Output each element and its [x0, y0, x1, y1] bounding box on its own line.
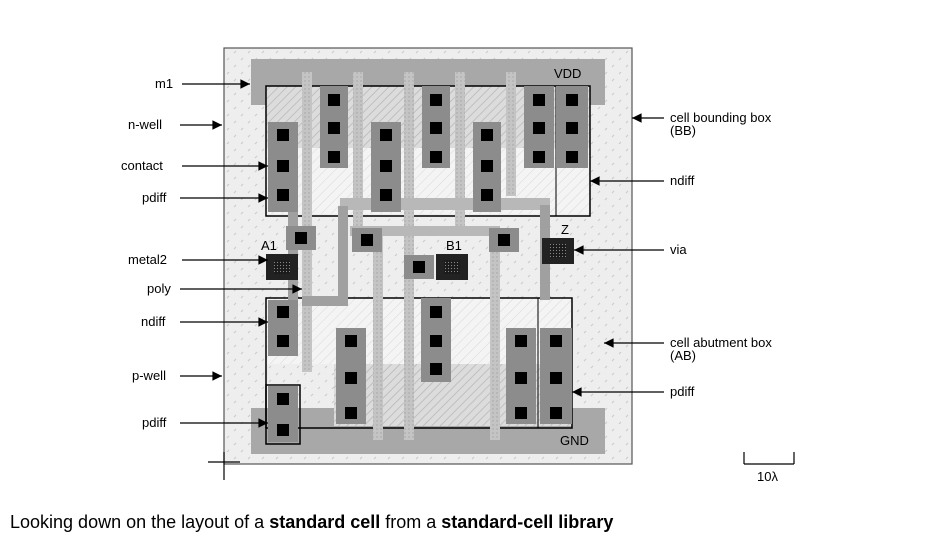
contact-square [345, 372, 357, 384]
contact-square [345, 335, 357, 347]
b1-label: B1 [446, 238, 462, 253]
contact-square [430, 122, 442, 134]
caption-part2: from a [380, 512, 442, 532]
label-cell-bounding-box: cell bounding box [670, 110, 772, 125]
contact-square [533, 151, 545, 163]
contact-square [380, 129, 392, 141]
contact-square [533, 122, 545, 134]
contact-square [515, 372, 527, 384]
right-callouts [571, 113, 664, 397]
contacts [277, 94, 578, 436]
contact-square [430, 363, 442, 375]
contact-square [430, 151, 442, 163]
contact-square [515, 407, 527, 419]
contact-square [277, 335, 289, 347]
caption-part1: Looking down on the layout of a [10, 512, 270, 532]
contact-square [380, 160, 392, 172]
label-ndiff-left: ndiff [141, 314, 166, 329]
contact-square [328, 122, 340, 134]
label-bb: (BB) [670, 123, 696, 138]
scale-bar [743, 452, 795, 465]
contact-square [550, 372, 562, 384]
label-pdiff-bottom: pdiff [142, 415, 167, 430]
contact-square [498, 234, 510, 246]
contact-square [295, 232, 307, 244]
contact-square [430, 306, 442, 318]
caption-bold1: standard cell [269, 512, 381, 532]
contact-square [566, 151, 578, 163]
contact-square [277, 393, 289, 405]
vdd-label: VDD [554, 66, 581, 81]
contact-square [277, 306, 289, 318]
contact-square [380, 189, 392, 201]
scale-label: 10λ [757, 469, 778, 484]
label-poly: poly [147, 281, 171, 296]
label-pdiff-right: pdiff [670, 384, 695, 399]
contact-square [413, 261, 425, 273]
lower-m1-area [334, 364, 572, 426]
a1-label: A1 [261, 238, 277, 253]
gnd-label: GND [560, 433, 589, 448]
contact-square [515, 335, 527, 347]
contact-square [277, 160, 289, 172]
contact-square [277, 189, 289, 201]
contact-square [361, 234, 373, 246]
contact-square [566, 122, 578, 134]
bottom-left-box [265, 384, 301, 445]
contact-square [277, 424, 289, 436]
contact-square [566, 94, 578, 106]
contact-square [328, 94, 340, 106]
standard-cell-layout-diagram: VDD GND A1 B1 Z m1 n-well contact pdiff … [121, 47, 795, 484]
contact-square [481, 160, 493, 172]
label-cell-abutment-box: cell abutment box [670, 335, 772, 350]
contact-square [277, 129, 289, 141]
contact-square [550, 407, 562, 419]
label-ndiff-right: ndiff [670, 173, 695, 188]
label-via: via [670, 242, 687, 257]
contact-square [481, 129, 493, 141]
contact-square [430, 335, 442, 347]
contact-square [430, 94, 442, 106]
contact-square [328, 151, 340, 163]
contact-square [533, 94, 545, 106]
via-a1 [274, 260, 290, 274]
contact-square [481, 189, 493, 201]
label-contact: contact [121, 158, 163, 173]
via-z [550, 244, 566, 258]
label-m1: m1 [155, 76, 173, 91]
caption: Looking down on the layout of a standard… [10, 512, 613, 533]
caption-bold2: standard-cell library [441, 512, 614, 532]
contact-square [550, 335, 562, 347]
via-b1 [444, 260, 460, 274]
left-callouts [180, 79, 302, 428]
label-metal2: metal2 [128, 252, 167, 267]
label-ab: (AB) [670, 348, 696, 363]
z-label: Z [561, 222, 569, 237]
contact-square [345, 407, 357, 419]
label-p-well: p-well [132, 368, 166, 383]
label-n-well: n-well [128, 117, 162, 132]
label-pdiff-top: pdiff [142, 190, 167, 205]
